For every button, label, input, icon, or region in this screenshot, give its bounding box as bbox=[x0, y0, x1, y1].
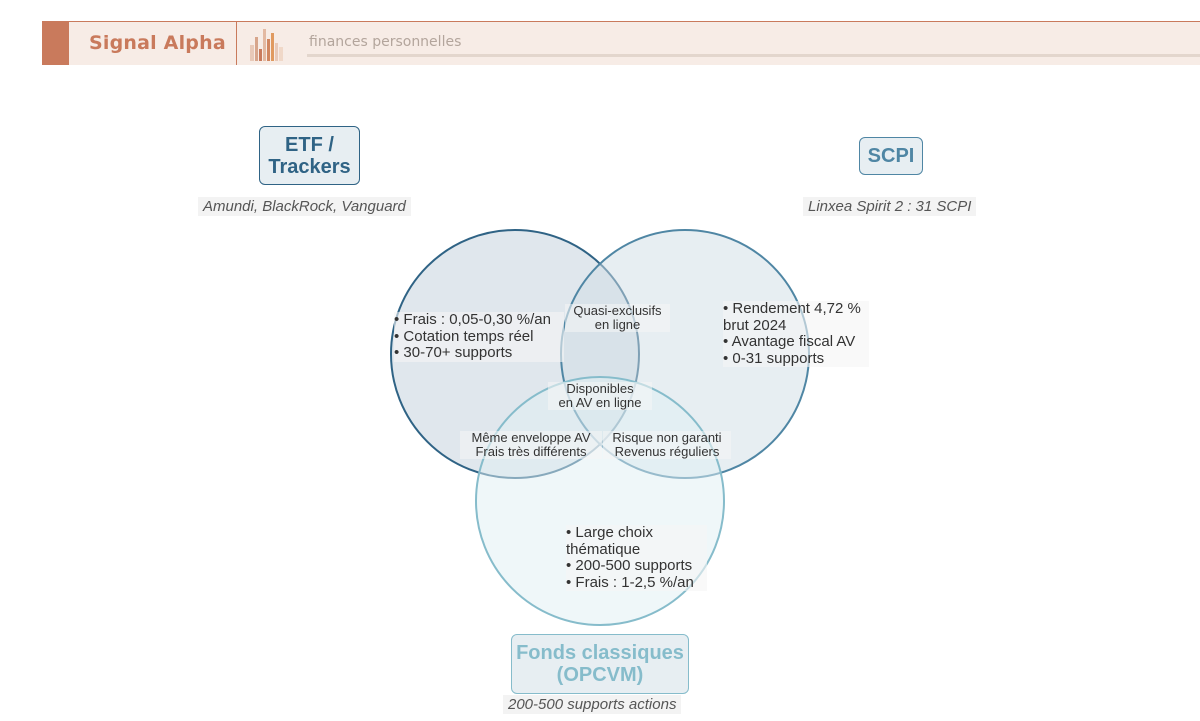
fonds-set-title: Fonds classiques (OPCVM) bbox=[511, 634, 689, 694]
scpi-only-items: • Rendement 4,72 % brut 2024 • Avantage … bbox=[723, 300, 869, 367]
bar-chart-icon bbox=[250, 29, 283, 61]
scpi-set-title: SCPI bbox=[859, 137, 923, 175]
brand-color-swatch bbox=[42, 22, 69, 65]
etf-set-title: ETF / Trackers bbox=[259, 126, 360, 185]
scpi-fonds-intersection: Risque non garanti Revenus réguliers bbox=[603, 431, 731, 459]
header-bar: Signal Alpha finances personnelles bbox=[42, 21, 1200, 65]
header-divider bbox=[236, 22, 237, 65]
scpi-set-subtitle: Linxea Spirit 2 : 31 SCPI bbox=[803, 197, 977, 216]
etf-scpi-intersection: Quasi-exclusifs en ligne bbox=[565, 304, 670, 332]
all-sets-intersection: Disponibles en AV en ligne bbox=[548, 382, 652, 410]
etf-only-items: • Frais : 0,05-0,30 %/an • Cotation temp… bbox=[394, 311, 564, 362]
etf-set-subtitle: Amundi, BlackRock, Vanguard bbox=[198, 197, 411, 216]
header-tagline: finances personnelles bbox=[309, 34, 462, 50]
etf-fonds-intersection: Même enveloppe AV Frais très différents bbox=[460, 431, 602, 459]
fonds-set-subtitle: 200-500 supports actions bbox=[503, 695, 682, 714]
header-underline bbox=[307, 54, 1200, 57]
brand-name[interactable]: Signal Alpha bbox=[89, 32, 226, 54]
fonds-only-items: • Large choix thématique • 200-500 suppo… bbox=[566, 524, 707, 591]
